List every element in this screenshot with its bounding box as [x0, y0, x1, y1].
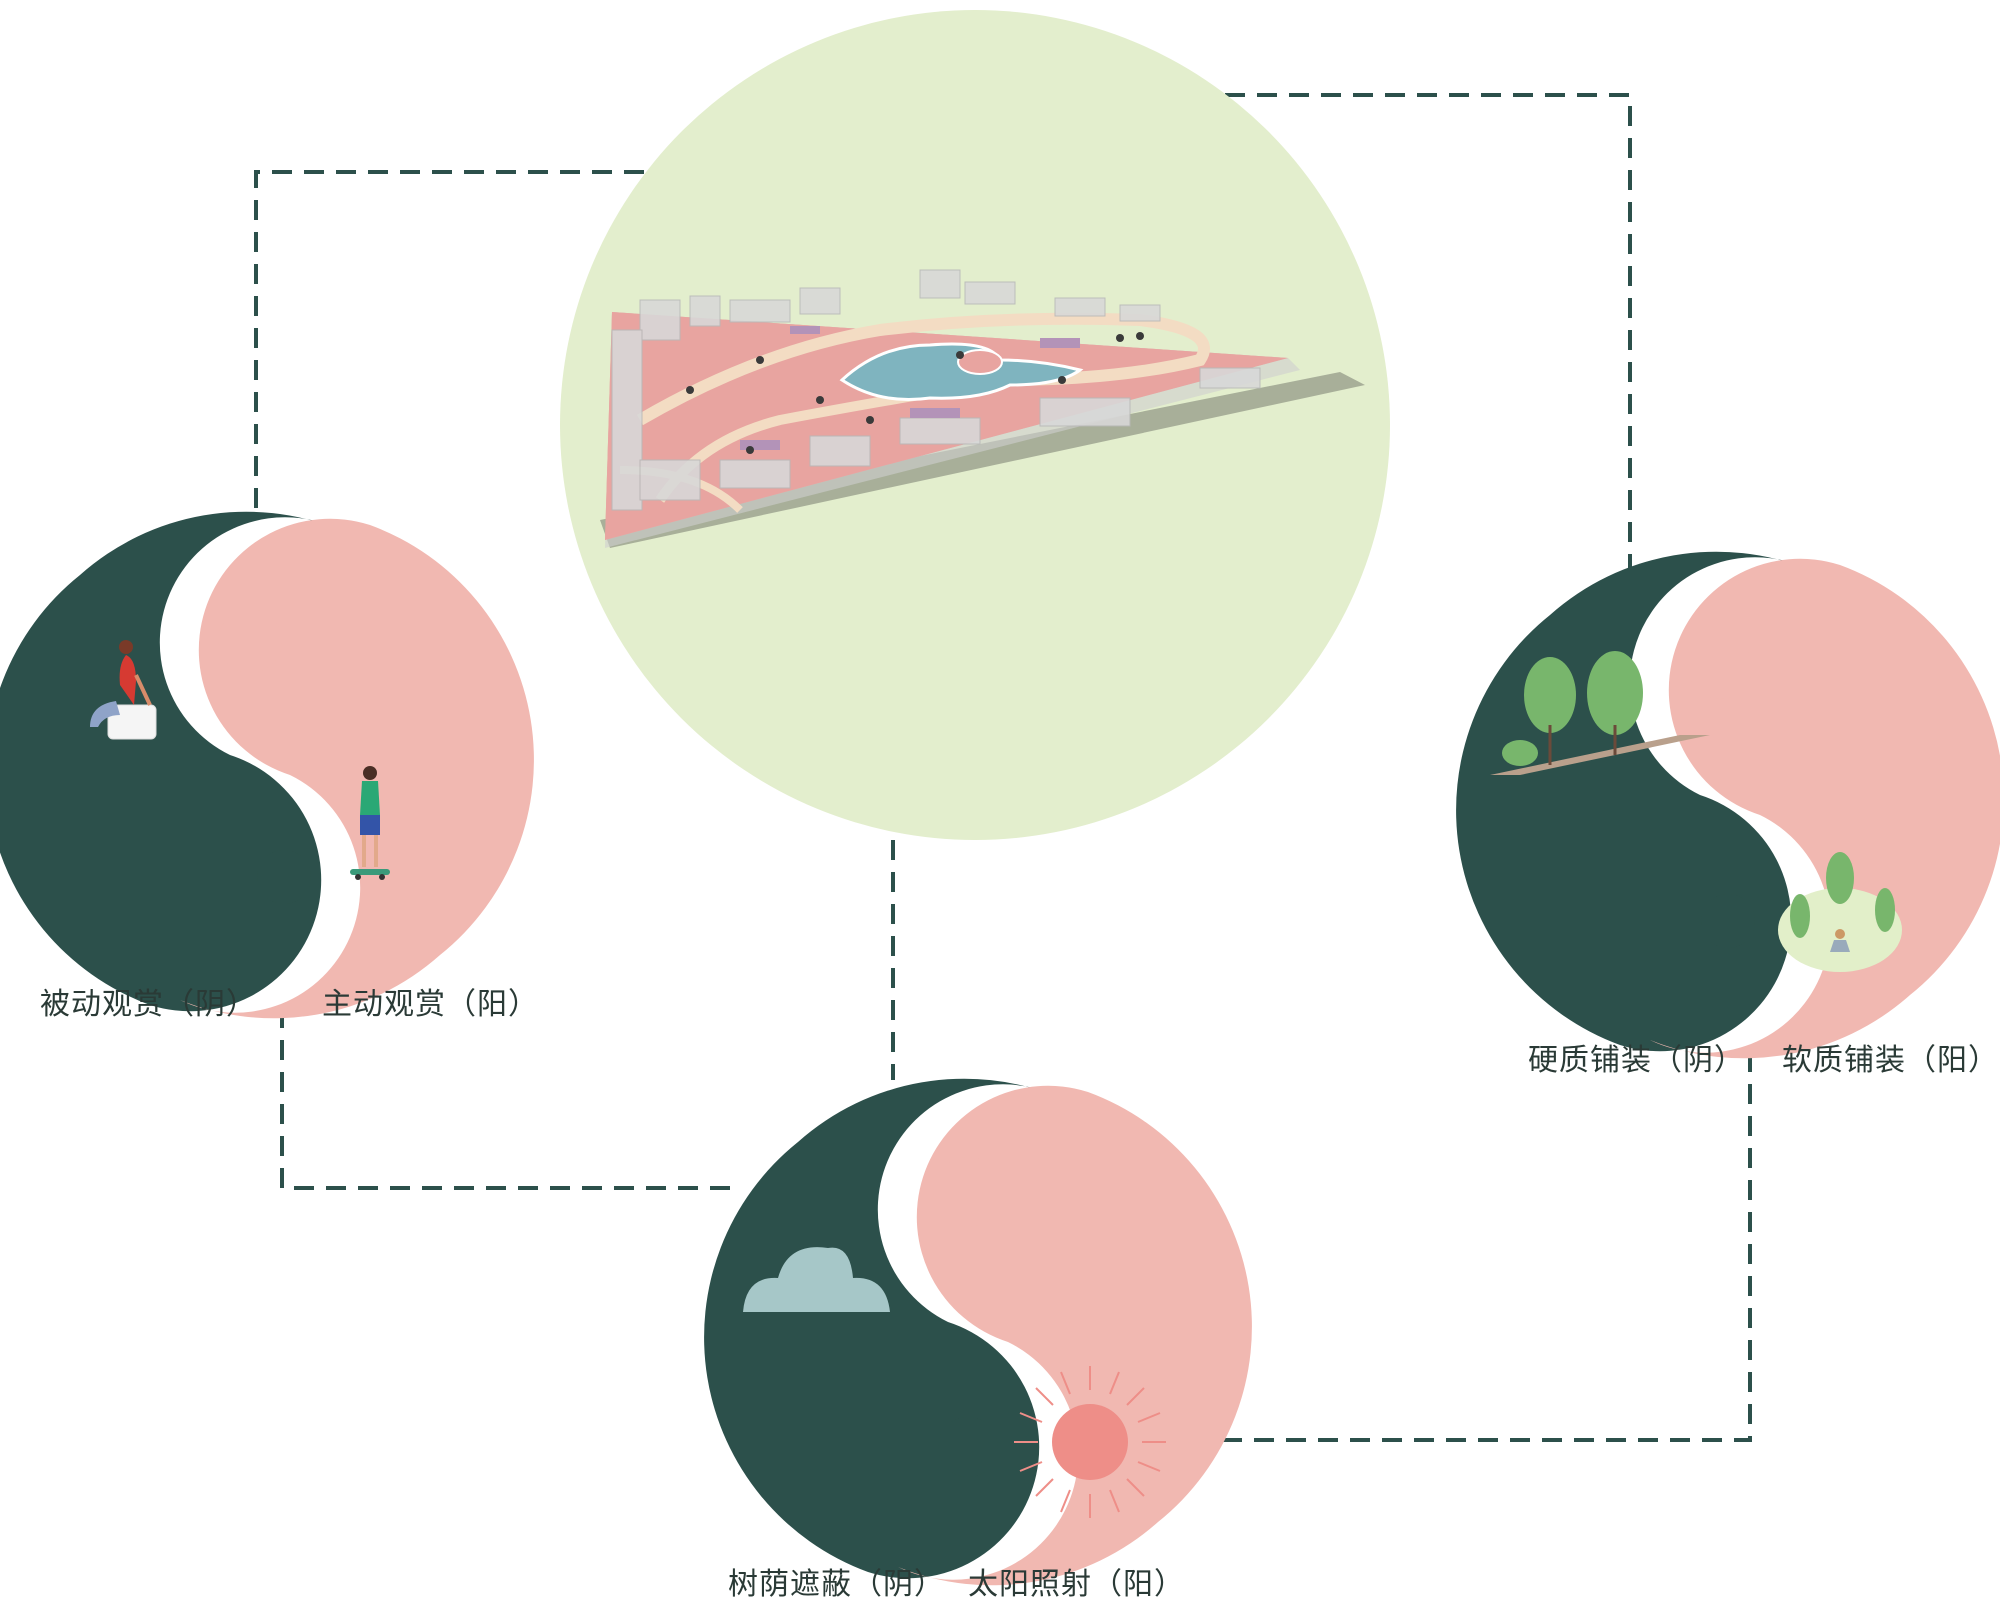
- pond: [839, 342, 1084, 402]
- park-site-map: [600, 269, 1365, 548]
- yang-dot: [1701, 894, 1755, 948]
- yinyang-left: [0, 511, 534, 1019]
- connector-right-bottom: [1222, 948, 1752, 1442]
- yin-dot: [1688, 635, 1752, 699]
- yang-dot: [257, 850, 311, 904]
- label-left-yang: 主动观赏（阳）: [322, 987, 539, 1022]
- yin-dot: [933, 1157, 1003, 1227]
- label-right-yang: 软质铺装（阳）: [1782, 1043, 1999, 1078]
- cloud-icon: [743, 1247, 890, 1312]
- label-left-yin: 被动观赏（阴）: [40, 987, 257, 1022]
- yin-dot: [218, 609, 282, 673]
- yinyang-right: [1456, 551, 2000, 1059]
- yinyang-bottom: [704, 1078, 1252, 1586]
- label-right-yin: 硬质铺装（阴）: [1528, 1043, 1745, 1078]
- person-sitting-icon: [90, 640, 157, 740]
- skateboarder-icon: [350, 766, 390, 880]
- connector-left-bottom: [280, 912, 735, 1190]
- trees-hard-paving-icon: [1490, 651, 1710, 775]
- meditation-lawn-icon: [1778, 852, 1902, 972]
- label-bottom-yin: 树荫遮蔽（阴）: [728, 1567, 945, 1602]
- sun-icon: [1014, 1366, 1166, 1518]
- label-bottom-yang: 太阳照射（阳）: [968, 1567, 1185, 1602]
- yang-dot: [938, 1417, 998, 1477]
